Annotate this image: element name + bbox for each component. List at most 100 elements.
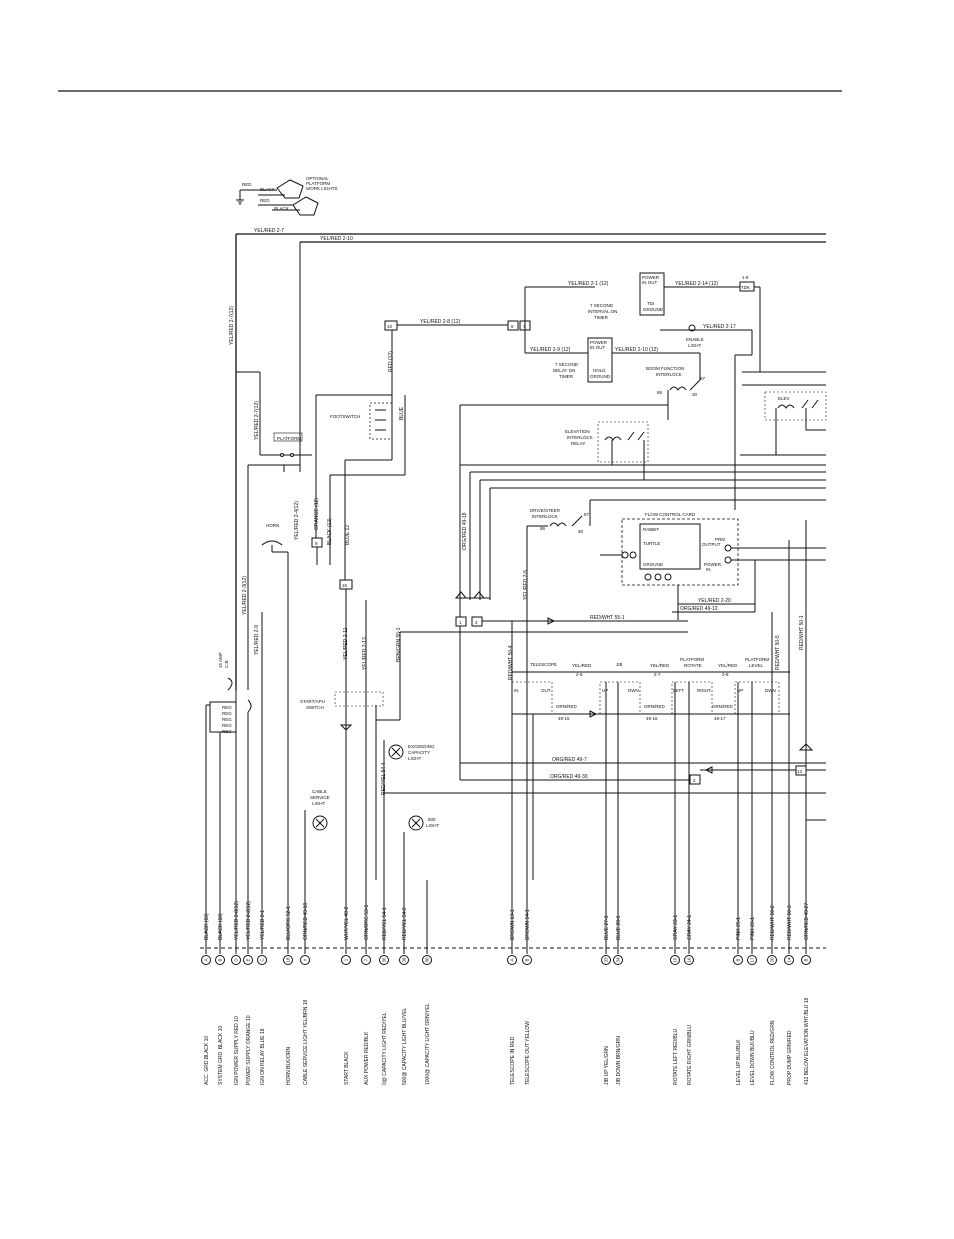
wire-description: LEVEL UP BLU/BLK bbox=[736, 1039, 742, 1085]
wire-description: 412 BELOW ELEVATION WHT/BLU 18 bbox=[804, 997, 810, 1085]
wire-terminal-id: 33 bbox=[604, 957, 609, 963]
flow-rabbit: RABBIT bbox=[643, 527, 660, 532]
wire-label-2-7: YEL/RED 2-7 bbox=[254, 228, 284, 234]
wire-terminal-id: B bbox=[525, 958, 530, 961]
interval-power-1: POWER bbox=[642, 275, 660, 280]
bottom-wire-label: YEL/RED 2-1 bbox=[260, 910, 266, 940]
breaker-icon bbox=[227, 677, 233, 691]
exceeding-label-2: CAPACITY bbox=[408, 750, 430, 755]
v-label-50-4: RED/WHT 50-4 bbox=[508, 645, 514, 680]
wire-description: IGN ON RELAY BLUE 18 bbox=[260, 1028, 266, 1085]
bottom-wire-label: RED/WHT 50-2 bbox=[770, 905, 776, 940]
wire-terminal bbox=[601, 955, 611, 965]
v-label-blue12: BLUE 12 bbox=[345, 525, 351, 545]
v-label-49-18: ORG/RED 49-18 bbox=[462, 512, 468, 550]
cable-label-1: CABLE bbox=[312, 789, 327, 794]
footswitch-box bbox=[369, 402, 393, 440]
exceeding-label-1: EXCEEDING bbox=[408, 744, 435, 749]
rotate-label-2: ROTATE bbox=[684, 663, 702, 668]
wire-description: LEVEL DOWN BLK/BLU bbox=[750, 1030, 756, 1085]
rot-2-8-b: 2-8 bbox=[722, 672, 729, 677]
wire-description: CABLE SERVICE LIGHT YEL/BRN 18 bbox=[303, 999, 309, 1085]
jib-dwn: DWN bbox=[628, 688, 639, 693]
start-apu-switch: START/APU SWITCH bbox=[300, 600, 688, 880]
wire-terminal bbox=[231, 955, 241, 965]
boom-label-2: INTERLOCK bbox=[656, 372, 682, 377]
v-label-red12: RED (12) bbox=[388, 351, 394, 372]
drive-87: 87 bbox=[584, 512, 590, 517]
bottom-wire-label: RED/YEL 54-1 bbox=[382, 907, 388, 940]
wire-terminal bbox=[784, 955, 794, 965]
diode-c-icon bbox=[547, 617, 556, 625]
connector-10-label: 10 bbox=[387, 324, 393, 329]
flow-card-title: FLOW CONTROL CARD bbox=[645, 512, 696, 517]
delay-timer-3: TIMER bbox=[559, 374, 574, 379]
start-apu-label-1: START/APU bbox=[300, 699, 325, 704]
wire-label-2-14: YEL/RED 2-14 (12) bbox=[675, 281, 718, 287]
flow-ground: GROUND bbox=[643, 562, 664, 567]
interval-tdi: TDI bbox=[647, 301, 654, 306]
rotate-label-1: PLATFORM bbox=[680, 657, 704, 662]
wire-terminal bbox=[215, 955, 225, 965]
jib-label: JIB bbox=[616, 662, 623, 667]
wire-terminal bbox=[522, 955, 532, 965]
interval-timer-box bbox=[639, 272, 665, 316]
rot-2-8-a: YEL/RED bbox=[718, 663, 738, 668]
diode-b-icon bbox=[472, 591, 486, 599]
boom-30: 30 bbox=[692, 392, 698, 397]
wire-description: FLOW CONTROL RED/GRN bbox=[770, 1020, 776, 1085]
elev-label-2: INTERLOCK bbox=[567, 435, 593, 440]
delay-timer-box bbox=[587, 337, 613, 383]
wire-description: TELESCOPE OUT YELLOW bbox=[525, 1021, 531, 1085]
wire-terminal bbox=[747, 955, 757, 965]
orn-49-17-a: ORN/RED bbox=[712, 704, 734, 709]
platform-label: PLATFORM bbox=[277, 436, 301, 441]
work-lights-title-2: PLATFORM bbox=[306, 181, 330, 186]
level-label-2: LEVEL bbox=[749, 663, 764, 668]
orn-49-16-b: 49-16 bbox=[646, 716, 658, 721]
tdk-box bbox=[739, 281, 755, 292]
diode-icon bbox=[339, 724, 353, 731]
one-8-label: 1-8 bbox=[742, 275, 749, 280]
wire-terminal-id: E bbox=[246, 958, 251, 961]
rot-right: RIGHT bbox=[697, 688, 711, 693]
cable-label-3: LIGHT bbox=[312, 801, 326, 806]
wire-terminal-id: 7 bbox=[364, 958, 369, 961]
block-text-2: REG bbox=[222, 711, 232, 716]
diode-connector-area: 1 2 RED/WHT 55-1 bbox=[454, 405, 688, 880]
wire-terminal-id: 14 bbox=[787, 957, 792, 963]
lev-dwn: DWN bbox=[765, 688, 776, 693]
cable-label-2: SERVICE bbox=[310, 795, 330, 800]
v-label-orange: ORANGE (12) bbox=[314, 498, 320, 530]
elevation-interlock: ELEVATION INTERLOCK RELAY bbox=[460, 421, 826, 489]
wire-label-2-8: YEL/RED 2-8 (12) bbox=[420, 319, 461, 325]
wire-label-49-7: ORG/RED 49-7 bbox=[552, 757, 587, 763]
v-label-55-1: BRN/GRN 55-1 bbox=[396, 627, 402, 662]
wire-description: AUX POWER RED/BLK bbox=[364, 1031, 370, 1085]
enable-light-icon bbox=[688, 324, 696, 332]
jib-2-7-b: 2-7 bbox=[654, 672, 661, 677]
block-text-3: REG bbox=[222, 717, 232, 722]
v-label-2-7b: YEL/RED 2-7(12) bbox=[254, 401, 260, 440]
connector-8 bbox=[455, 616, 467, 627]
elev-relay-box bbox=[597, 421, 649, 463]
diode-e-icon bbox=[704, 766, 713, 774]
wire-terminal bbox=[379, 955, 389, 965]
connector-15-label: 15 bbox=[342, 583, 348, 588]
block-text-1: REG bbox=[222, 705, 232, 710]
platform-box bbox=[273, 432, 303, 442]
wire-label-2-10b: YEL/RED 2-10 (12) bbox=[615, 347, 658, 353]
bottom-wire-label: RED/YEL 54-2 bbox=[402, 907, 408, 940]
wire-terminal-id: A bbox=[204, 958, 209, 961]
black-label-2: BLACK bbox=[274, 206, 289, 211]
wire-terminal bbox=[300, 955, 310, 965]
wire-terminal-id: B bbox=[804, 958, 809, 961]
wire-terminal-id: 16 bbox=[687, 957, 692, 963]
